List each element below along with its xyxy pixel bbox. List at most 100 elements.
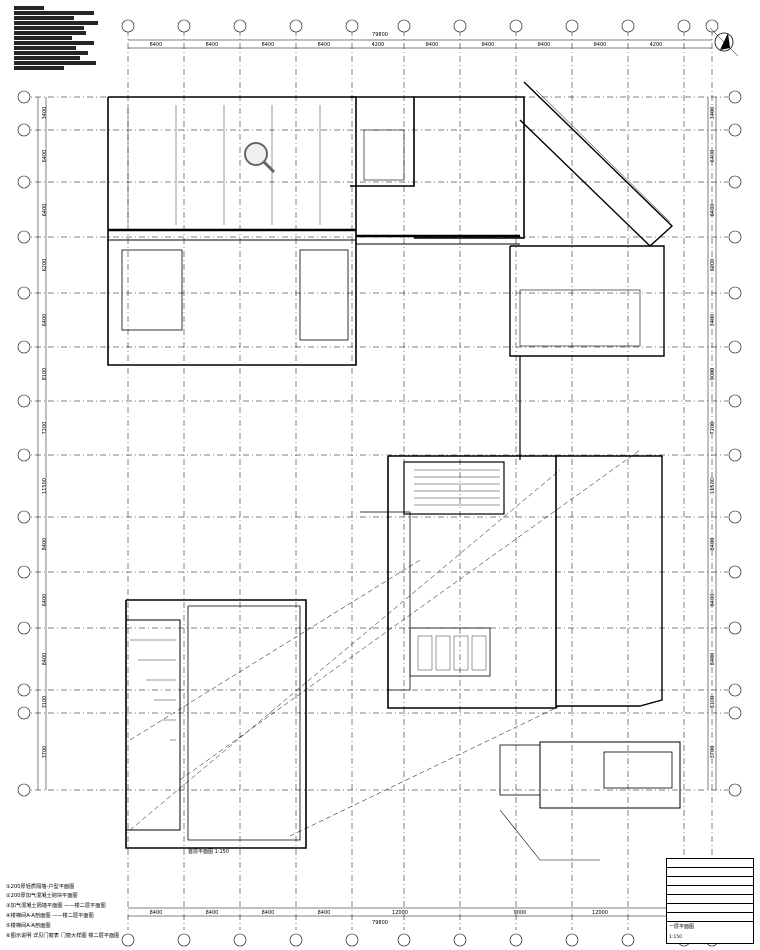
general-notes-block: [14, 6, 104, 71]
exterior-wall: [387, 455, 557, 709]
entrance-canopy: [539, 741, 681, 809]
dimension-label: 8400: [42, 538, 48, 551]
dimension-label: 9000: [710, 368, 716, 381]
room-details: [127, 105, 641, 837]
dimension-label: 8400: [318, 42, 331, 48]
title-block-row: [667, 904, 753, 913]
stair-core: [121, 249, 183, 331]
axis-bubble: [233, 19, 247, 33]
axis-bubble: [728, 706, 742, 720]
angled-wing: [519, 81, 674, 247]
axis-bubble: [17, 230, 31, 244]
fixture: [435, 635, 451, 671]
exterior-wall: [350, 96, 415, 187]
dimension-label: 4200: [650, 42, 663, 48]
axis-bubble: [728, 175, 742, 189]
axis-bubble: [621, 933, 635, 947]
axis-bubble: [17, 394, 31, 408]
stair-core: [363, 129, 405, 181]
zoom-magnifier-icon[interactable]: [244, 142, 276, 174]
dimension-label: 8400: [206, 910, 219, 916]
axis-bubble: [728, 90, 742, 104]
stair: [499, 744, 541, 796]
fixture: [453, 635, 469, 671]
dimension-label: 3100: [42, 696, 48, 709]
axis-bubble: [177, 19, 191, 33]
axis-bubble: [289, 19, 303, 33]
axis-bubble: [177, 933, 191, 947]
axis-bubble: [17, 90, 31, 104]
dimension-label: 9000: [514, 910, 527, 916]
legend-item: ⑤楼梯间A-A剖面图: [6, 923, 51, 929]
dimension-label: 3400: [42, 107, 48, 120]
axis-bubble: [233, 933, 247, 947]
dimension-label: 8400: [150, 42, 163, 48]
axis-grid: [22, 30, 728, 930]
axis-bubble: [509, 933, 523, 947]
dimension-label: 11500: [710, 478, 716, 494]
projection-line: [289, 705, 561, 837]
dimension-label: 8400: [318, 910, 331, 916]
dimension-label: 6200: [42, 259, 48, 272]
north-arrow-icon: [709, 27, 739, 57]
axis-bubble: [17, 123, 31, 137]
axis-bubble: [728, 448, 742, 462]
escalator: [403, 461, 505, 515]
axis-bubble: [728, 340, 742, 354]
dimension-label: 6400: [42, 594, 48, 607]
axis-bubble: [705, 19, 719, 33]
projection-line: [129, 559, 421, 741]
angled-wing: [535, 89, 671, 223]
dimension-label: 6400: [710, 594, 716, 607]
dimension-label: 8400: [538, 42, 551, 48]
dimension-label: 8400: [482, 42, 495, 48]
service-core: [125, 619, 181, 831]
dimension-label: 3400: [710, 107, 716, 120]
axis-bubble: [345, 19, 359, 33]
exterior-wall: [125, 599, 307, 849]
dimension-label: 8400: [710, 653, 716, 666]
axis-bubble: [17, 510, 31, 524]
exterior-wall: [107, 96, 357, 366]
axis-bubble: [728, 123, 742, 137]
dimension-label: 79800: [372, 32, 388, 38]
dimension-label: 6400: [42, 150, 48, 163]
fixture: [471, 635, 487, 671]
title-block-row: [667, 859, 753, 868]
axis-bubble: [453, 19, 467, 33]
dimension-label: 12000: [392, 910, 408, 916]
axis-bubble: [17, 175, 31, 189]
wall: [187, 605, 301, 841]
dimension-label: 6400: [42, 314, 48, 327]
dimension-label: 8400: [262, 910, 275, 916]
title-block-row: [667, 877, 753, 886]
axis-bubble: [728, 683, 742, 697]
axis-bubble: [565, 19, 579, 33]
axis-bubble: [17, 706, 31, 720]
axis-bubble: [728, 394, 742, 408]
dimension-label: 6400: [710, 150, 716, 163]
drawing-scale: 1:150: [669, 935, 682, 940]
projection-line: [129, 469, 561, 831]
axis-bubble: [17, 683, 31, 697]
dimension-label: 8400: [262, 42, 275, 48]
axis-bubble: [728, 783, 742, 797]
dimension-label: 8100: [42, 368, 48, 381]
wall: [360, 511, 411, 691]
axis-bubble: [397, 933, 411, 947]
dimension-label: 8400: [42, 653, 48, 666]
dimension-label: 6400: [42, 204, 48, 217]
axis-bubble: [677, 19, 691, 33]
dimension-label: 11500: [42, 478, 48, 494]
axis-bubble: [728, 621, 742, 635]
title-block-row: [667, 913, 753, 922]
ramp: [499, 809, 600, 861]
title-block-row: [667, 895, 753, 904]
drawing-title: 一层平面图: [669, 924, 695, 930]
axis-bubble: [17, 621, 31, 635]
axis-bubble: [121, 19, 135, 33]
dimension-label: 8400: [426, 42, 439, 48]
legend-item: ③加气混凝土隔墙平面图 ——楼二层平面图: [6, 903, 106, 909]
dimension-label: 6200: [710, 259, 716, 272]
